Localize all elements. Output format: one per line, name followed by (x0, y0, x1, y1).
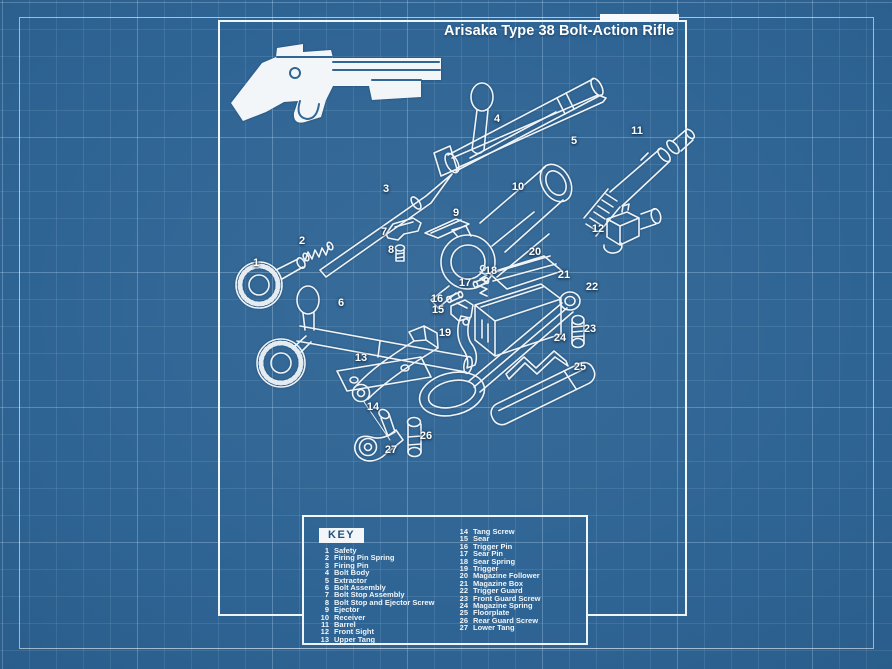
key-item-6: 6 Bolt Assembly (318, 583, 444, 593)
key-item-name: Sear Pin (473, 549, 504, 559)
key-item-number: 5 (324, 575, 329, 585)
key-item-number: 8 (324, 597, 329, 607)
key-item-number: 26 (459, 615, 468, 625)
key-item-number: 12 (320, 627, 329, 637)
key-item-name: Tang Screw (473, 527, 515, 536)
key-item-name: Upper Tang (334, 634, 376, 644)
top-right-bar (600, 14, 679, 21)
key-item-number: 11 (321, 620, 329, 630)
key-item-5: 5 Extractor (318, 575, 444, 585)
key-item-name: Magazine Follower (473, 571, 540, 581)
key-item-15: 15 Sear (457, 534, 586, 544)
key-item-22: 22 Trigger Guard (457, 586, 586, 596)
key-item-name: Trigger Pin (473, 541, 513, 551)
key-item-1: 1 Safety (318, 546, 444, 555)
key-item-number: 13 (320, 634, 329, 644)
key-item-21: 21 Magazine Box (457, 578, 586, 588)
key-item-number: 24 (459, 601, 468, 611)
key-item-number: 9 (324, 605, 329, 615)
key-item-name: Bolt Body (334, 568, 370, 578)
key-item-number: 10 (320, 612, 329, 622)
key-item-name: Trigger (473, 564, 499, 574)
key-item-name: Receiver (334, 612, 366, 622)
key-item-24: 24 Magazine Spring (457, 601, 586, 611)
key-item-number: 6 (324, 583, 329, 593)
key-item-17: 17 Sear Pin (457, 549, 586, 559)
key-item-9: 9 Ejector (318, 605, 444, 615)
key-item-number: 21 (459, 578, 468, 588)
key-item-name: Bolt Stop and Ejector Screw (334, 597, 435, 607)
key-item-8: 8 Bolt Stop and Ejector Screw (318, 597, 444, 607)
key-item-16: 16 Trigger Pin (457, 541, 586, 551)
key-item-name: Extractor (334, 575, 367, 585)
key-item-4: 4 Bolt Body (318, 568, 444, 578)
key-column-right: 14 Tang Screw 15 Sear 16 Trigger Pin 17 Sear Pi… (444, 517, 586, 643)
key-item-name: Bolt Stop Assembly (334, 590, 405, 600)
key-item-12: 12 Front Sight (318, 627, 444, 637)
outer-border (19, 17, 874, 649)
key-item-number: 2 (324, 553, 329, 563)
key-item-name: Trigger Guard (473, 586, 523, 596)
key-item-name: Magazine Spring (473, 601, 533, 611)
key-item-name: Rear Guard Screw (473, 615, 539, 625)
key-item-name: Front Sight (334, 627, 374, 637)
key-item-23: 23 Front Guard Screw (457, 593, 586, 603)
key-item-number: 23 (459, 593, 468, 603)
key-item-18: 18 Sear Spring (457, 556, 586, 566)
key-item-26: 26 Rear Guard Screw (457, 615, 586, 625)
key-item-11: 11 Barrel (318, 620, 444, 630)
key-item-name: Firing Pin (334, 560, 369, 570)
key-column-left: KEY 1 Safety 2 Firing Pin Spring 3 Firing Pin… (304, 517, 444, 643)
key-item-10: 10 Receiver (318, 612, 444, 622)
key-item-number: 25 (459, 608, 468, 618)
key-item-20: 20 Magazine Follower (457, 571, 586, 581)
key-item-number: 16 (459, 541, 468, 551)
key-item-name: Sear (473, 534, 490, 544)
key-item-name: Front Guard Screw (473, 593, 541, 603)
key-item-number: 14 (459, 527, 468, 536)
key-item-number: 15 (459, 534, 468, 544)
key-item-3: 3 Firing Pin (318, 560, 444, 570)
key-panel: KEY 1 Safety 2 Firing Pin Spring 3 Firing Pin… (302, 515, 588, 645)
key-item-14: 14 Tang Screw (457, 527, 586, 536)
key-item-number: 19 (459, 564, 468, 574)
key-item-name: Safety (334, 546, 357, 555)
key-item-number: 7 (324, 590, 329, 600)
key-item-number: 20 (459, 571, 468, 581)
key-item-number: 22 (459, 586, 468, 596)
key-item-name: Sear Spring (473, 556, 516, 566)
key-item-19: 19 Trigger (457, 564, 586, 574)
key-list-right: 14 Tang Screw 15 Sear 16 Trigger Pin 17 Sear Pi… (457, 528, 586, 632)
key-item-number: 3 (324, 560, 329, 570)
key-item-number: 1 (324, 546, 329, 555)
key-item-number: 18 (459, 556, 468, 566)
key-item-27: 27 Lower Tang (457, 623, 586, 633)
key-item-name: Lower Tang (473, 623, 515, 633)
key-item-name: Floorplate (473, 608, 510, 618)
key-item-13: 13 Upper Tang (318, 634, 444, 644)
key-item-name: Barrel (334, 620, 356, 630)
key-item-number: 27 (459, 623, 468, 633)
key-item-name: Ejector (334, 605, 360, 615)
key-item-number: 17 (459, 549, 468, 559)
key-item-number: 4 (324, 568, 329, 578)
key-heading: KEY (319, 528, 365, 543)
key-item-name: Bolt Assembly (334, 583, 386, 593)
key-item-name: Firing Pin Spring (334, 553, 395, 563)
key-item-name: Magazine Box (473, 578, 524, 588)
key-item-2: 2 Firing Pin Spring (318, 553, 444, 563)
page-title: Arisaka Type 38 Bolt-Action Rifle (444, 23, 675, 39)
key-item-25: 25 Floorplate (457, 608, 586, 618)
key-item-7: 7 Bolt Stop Assembly (318, 590, 444, 600)
